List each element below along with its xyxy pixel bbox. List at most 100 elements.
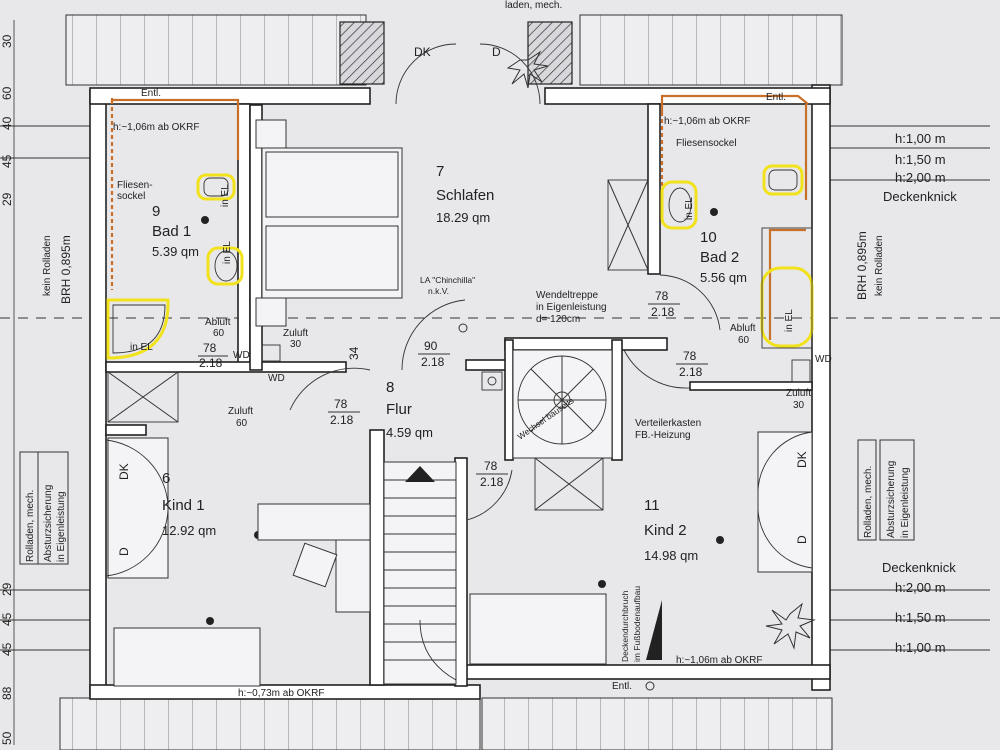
stair-straight: [383, 461, 457, 685]
left-dim-9: 88: [0, 686, 14, 700]
toilet-bad1: [214, 250, 238, 282]
left-dim-1: 30: [0, 34, 14, 48]
left-dim-5: 29: [0, 192, 14, 206]
left-dim-3: 40: [0, 116, 14, 130]
door-arc-d-kind2: [757, 503, 813, 569]
wall-flur-right: [465, 359, 507, 371]
d-kind2: D: [795, 535, 809, 544]
room-name-schlafen: Schlafen: [436, 187, 494, 204]
left-dim-6: 29: [0, 582, 14, 596]
abluft-left: Abluft: [205, 317, 231, 328]
door-schlafen-width: 90: [424, 339, 438, 353]
in-el-bad1-shower: in EL: [130, 342, 153, 353]
outer-wall-left: [89, 89, 107, 696]
pipe-bad1: [110, 98, 240, 160]
height-label-200-top: h:2,00 m: [895, 170, 946, 185]
door-arc-dk-kind2: [757, 431, 813, 497]
kein-rolladen-right: kein Rolladen: [874, 235, 885, 296]
height-label-150-bottom: h:1,50 m: [895, 610, 946, 625]
light-switch-schlafen: [458, 323, 468, 333]
wd-right: WD: [815, 354, 832, 365]
room-name-kind1: Kind 1: [162, 497, 205, 514]
window-kind1-frame: [107, 437, 169, 579]
sink-bad1: [203, 177, 229, 197]
absturz-box-left: [37, 451, 69, 565]
verteilerkasten-2: FB.-Heizung: [635, 430, 691, 441]
dk-top: DK: [414, 45, 431, 59]
door-kind1-height: 2.18: [330, 413, 354, 427]
room-num-bad1: 9: [152, 203, 160, 220]
left-dim-4: 45: [0, 154, 14, 168]
fliesensockel-bad1-1: Fliesen-: [117, 180, 153, 191]
h-okrf-right: h:~1,06m ab OKRF: [664, 116, 750, 127]
room-area-kind2: 14.98 qm: [644, 548, 698, 563]
pipe-bad2-top: [660, 94, 809, 112]
room-area-kind1: 12.92 qm: [162, 523, 216, 538]
outlet-kind1-bed: [206, 617, 214, 625]
door-arc-d-kind1: [105, 509, 169, 577]
wall-kind1-top-left: [105, 424, 147, 436]
wall-bad2-left: [647, 103, 661, 275]
dk-kind1: DK: [117, 463, 131, 480]
shelf-bad2-x2: [607, 179, 649, 271]
plant-icon-top: [506, 50, 549, 89]
door-bad1-height: 2.18: [199, 356, 223, 370]
shaft-circle: [487, 376, 497, 386]
door-arc-kind2-upper: [623, 349, 691, 389]
door-arc-dk-kind1: [105, 439, 169, 506]
wall-wendel-left: [504, 339, 514, 461]
room-area-schlafen: 18.29 qm: [436, 210, 490, 225]
stair-curve: [419, 619, 457, 681]
d-kind1: D: [117, 547, 131, 556]
outer-wall-top-left: [89, 87, 371, 105]
sink-bad2-highlight: [762, 164, 804, 196]
wd-box-right: [791, 359, 811, 383]
abluft-right: Abluft: [730, 323, 756, 334]
shower-bad1: [112, 304, 166, 354]
la-nkv: n.k.V.: [428, 286, 449, 296]
bed-kind2: [469, 593, 607, 665]
dim-34: 34: [347, 346, 361, 360]
zuluft-left-bottom-val: 60: [236, 418, 248, 429]
outer-wall-bottom-left: [89, 684, 481, 700]
toilet-bad2: [668, 187, 692, 223]
d-top: D: [492, 45, 501, 59]
door-kind2-upper-height: 2.18: [679, 365, 703, 379]
roof-strip-top-right: [579, 14, 843, 86]
deckendurchbruch-1: Deckendurchbruch: [620, 590, 630, 662]
wendel-stair-steps: [518, 356, 606, 444]
room-name-flur: Flur: [386, 401, 412, 418]
entl-bottom-circle: [645, 681, 655, 691]
chimney-right: [527, 21, 573, 85]
bath-bad2: [761, 227, 813, 349]
door-bad2-width: 78: [655, 289, 669, 303]
zuluft-left-top: Zuluft: [283, 328, 308, 339]
height-label-100-top: h:1,00 m: [895, 131, 946, 146]
left-dim-7: 45: [0, 612, 14, 626]
wd-box-left: [261, 344, 281, 362]
room-num-kind1: 6: [162, 470, 170, 487]
zuluft-left-bottom: Zuluft: [228, 406, 253, 417]
entl-bad2: Entl.: [766, 92, 786, 103]
room-num-schlafen: 7: [436, 163, 444, 180]
toilet-bad2-highlight: [660, 180, 698, 230]
height-label-100-bottom: h:1,00 m: [895, 640, 946, 655]
left-dim-10: 50: [0, 731, 14, 745]
fliesensockel-bad1-2: sockel: [117, 191, 145, 202]
room-name-kind2: Kind 2: [644, 522, 687, 539]
door-kind2-height: 2.18: [480, 475, 504, 489]
absturz-right-2: in Eigenleistung: [900, 467, 911, 538]
door-arc-d-top: [479, 43, 541, 105]
wendel-window-x2: [534, 457, 604, 511]
deckenknick-bottom: Deckenknick: [882, 560, 956, 575]
wall-wendel-right: [611, 339, 623, 461]
shaft-box: [481, 371, 503, 391]
in-el-bad1-sink: in EL: [220, 184, 231, 207]
sink-bad2: [768, 169, 798, 191]
wendel-label-2: in Eigenleistung: [536, 302, 607, 313]
door-bad1-width: 78: [203, 341, 217, 355]
drain-bad2: [710, 208, 718, 216]
door-kind2-width: 78: [484, 459, 498, 473]
room-num-bad2: 10: [700, 229, 717, 246]
door-bad2-height: 2.18: [651, 305, 675, 319]
